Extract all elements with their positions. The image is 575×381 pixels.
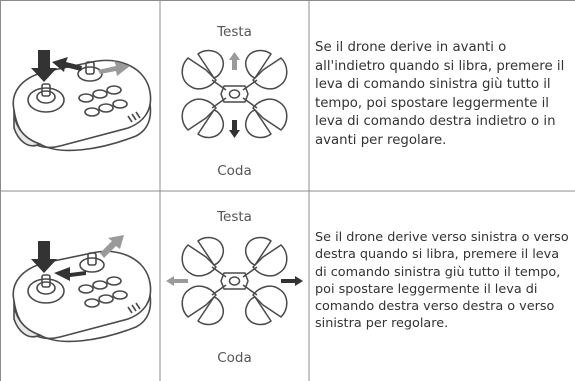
drone-image (181, 49, 288, 139)
description-text: Se il drone derive verso sinistra o vers… (315, 230, 569, 332)
forward-arrow-icon (229, 52, 240, 70)
left-arrow-icon (52, 57, 82, 72)
controller-illustration-cell (0, 191, 160, 381)
description-cell: Se il drone derive verso sinistra o vers… (309, 191, 575, 381)
drone-illustration-cell: Testa (160, 0, 309, 191)
head-label: Testa (217, 209, 252, 225)
remote-controller-image (12, 50, 152, 152)
controller-illustration-cell (0, 0, 160, 191)
head-label: Testa (217, 24, 252, 40)
description-cell: Se il drone derive in avanti o all'indie… (309, 0, 575, 191)
right-drift-arrow-icon (281, 276, 303, 286)
up-right-arrow-icon (100, 235, 124, 258)
remote-controller-image (12, 235, 152, 343)
right-arrow-icon (98, 61, 130, 76)
left-arrow-icon (54, 267, 86, 281)
left-drift-arrow-icon (166, 276, 188, 286)
table-row: Testa (0, 0, 575, 191)
backward-arrow-icon (229, 120, 240, 138)
table-row: Testa (0, 191, 575, 381)
tail-label: Coda (217, 350, 252, 366)
tail-label: Coda (217, 163, 252, 179)
drone-image (166, 236, 303, 326)
down-arrow-icon (31, 50, 57, 82)
down-arrow-icon (31, 241, 57, 273)
drone-illustration-cell: Testa (160, 191, 309, 381)
description-text: Se il drone derive in avanti o all'indie… (315, 40, 565, 148)
